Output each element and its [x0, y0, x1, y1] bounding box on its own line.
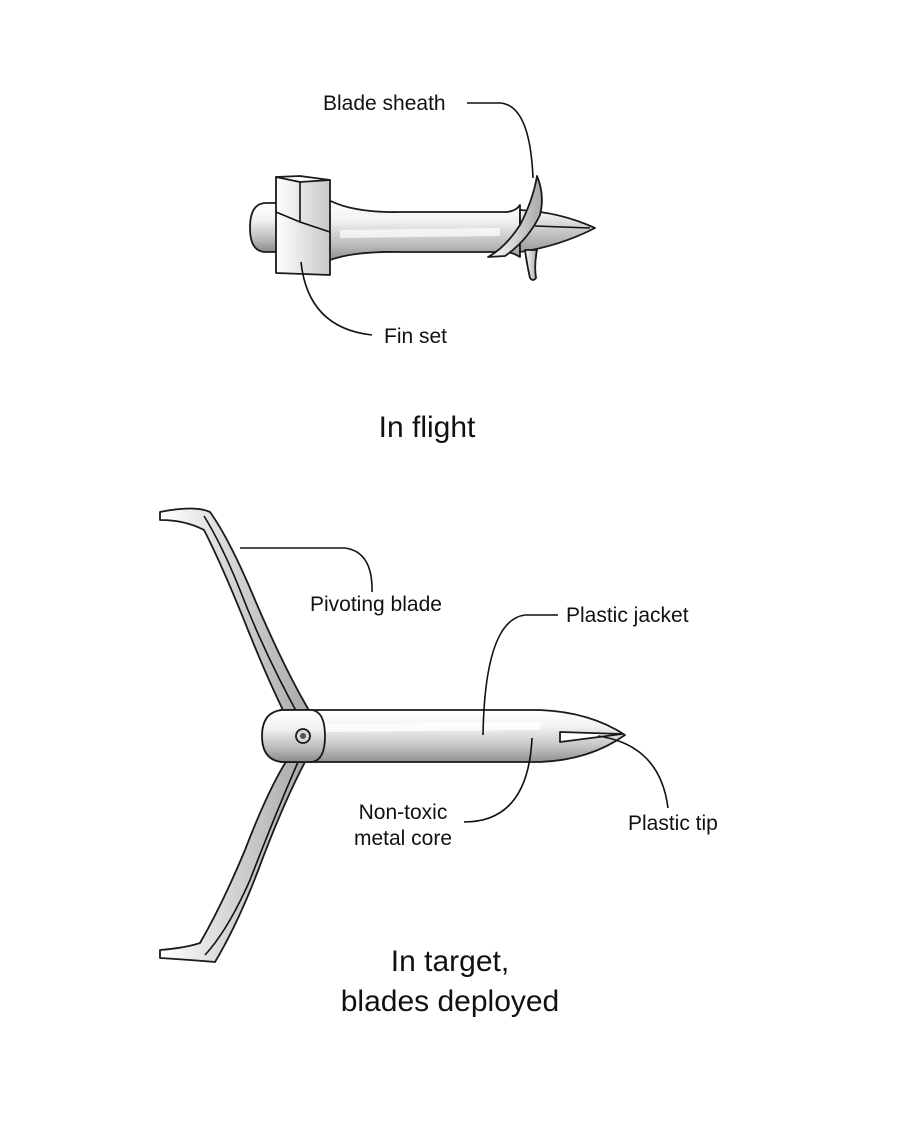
caption-in-target: In target, [391, 945, 509, 978]
label-fin-set: Fin set [384, 325, 447, 348]
plastic-tip [559, 731, 623, 743]
shaft-highlight [340, 228, 500, 238]
in-flight-bullet [249, 175, 596, 281]
fin-set [275, 176, 331, 276]
fin-set-leader [300, 261, 373, 336]
lower-blade [524, 249, 538, 281]
label-blade-sheath: Blade sheath [323, 92, 446, 115]
lower-blade-edge [204, 761, 299, 956]
fin-face [275, 175, 331, 183]
nose-line [534, 225, 591, 229]
label-core-line2: metal core [354, 827, 452, 850]
blade-sheath-leader [467, 102, 534, 179]
label-core-line1: Non-toxic [359, 801, 448, 824]
blade-sheath [487, 175, 543, 258]
caption-blades-deployed: blades deployed [341, 985, 560, 1018]
plastic-jacket-leader [482, 614, 558, 736]
label-pivoting-blade: Pivoting blade [310, 593, 442, 616]
metal-core-leader [463, 737, 533, 823]
label-plastic-tip: Plastic tip [628, 812, 718, 835]
pivoting-blade-leader [240, 547, 373, 593]
jacket-highlight [320, 722, 540, 732]
plastic-tip-leader [597, 735, 669, 809]
label-plastic-jacket: Plastic jacket [566, 604, 689, 627]
in-target-bullet [159, 507, 626, 963]
rear-pivot-cap [261, 709, 326, 763]
caption-in-flight: In flight [379, 411, 476, 444]
nose-cone [519, 209, 596, 253]
lower-pivoting-blade [159, 759, 306, 963]
upper-blade-edge [203, 515, 301, 719]
rear-cap [249, 202, 281, 253]
pivot-pin-center [300, 733, 306, 739]
